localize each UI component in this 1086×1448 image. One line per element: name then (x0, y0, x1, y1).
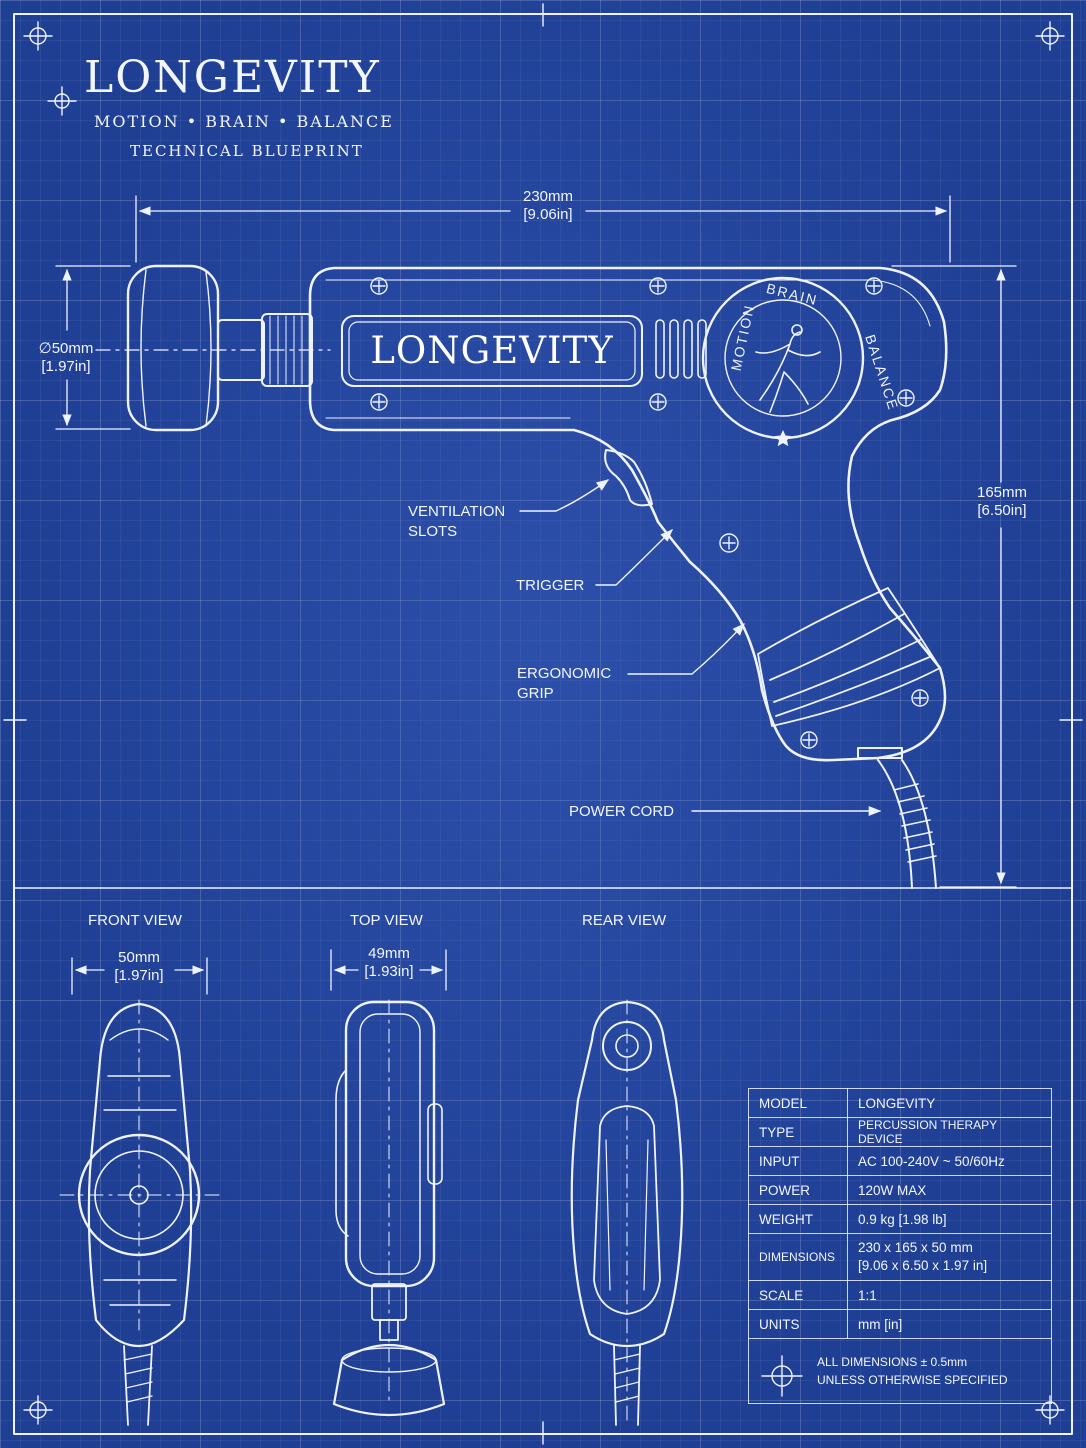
note-line: ALL DIMENSIONS ± 0.5mm (817, 1355, 968, 1369)
spec-value: 0.9 kg [1.98 lb] (847, 1204, 1052, 1234)
front-width-label: 50mm [1.97in] (99, 949, 179, 985)
front-width-mm: 50mm (118, 949, 160, 966)
spec-value: mm [in] (847, 1309, 1052, 1339)
crosshair-icon (23, 1395, 53, 1425)
rear-view-title: REAR VIEW (582, 912, 667, 929)
spec-row: SCALE 1:1 (748, 1280, 1052, 1310)
note-line: UNLESS OTHERWISE SPECIFIED (817, 1373, 1008, 1387)
rear-view-drawing (570, 999, 684, 1426)
front-view-title: FRONT VIEW (88, 912, 182, 929)
svg-text:MOTION: MOTION (728, 302, 758, 372)
crosshair-icon (47, 86, 77, 116)
crosshair-icon (1035, 21, 1065, 51)
callout-line: ERGONOMIC (517, 665, 612, 682)
sheet-border (3, 3, 1083, 1445)
spec-label: WEIGHT (748, 1204, 848, 1234)
trigger (604, 449, 653, 507)
massage-head (126, 264, 313, 432)
spec-label: TYPE (748, 1117, 848, 1147)
device-nameplate: LONGEVITY (370, 329, 614, 372)
spec-row: POWER 120W MAX (748, 1175, 1052, 1205)
svg-text:BALANCE: BALANCE (862, 333, 902, 413)
star-icon (774, 430, 792, 447)
spec-row: TYPE PERCUSSION THERAPY DEVICE (748, 1117, 1052, 1147)
ergonomic-grip-callout: ERGONOMIC GRIP (517, 664, 611, 704)
top-view-drawing (330, 949, 447, 1417)
spec-label: SCALE (748, 1280, 848, 1310)
crosshair-icon (23, 21, 53, 51)
spec-value: 230 x 165 x 50 mm [9.06 x 6.50 x 1.97 in… (847, 1233, 1052, 1281)
top-view-title: TOP VIEW (350, 912, 423, 929)
height-dimension-label: 165mm [6.50in] (962, 484, 1042, 520)
spec-table: MODEL LONGEVITY TYPE PERCUSSION THERAPY … (748, 1088, 1052, 1404)
callout-line: VENTILATION (408, 503, 506, 520)
spec-label: UNITS (748, 1309, 848, 1339)
length-mm: 230mm (522, 188, 574, 205)
spec-label: INPUT (748, 1146, 848, 1176)
front-view-drawing (59, 957, 221, 1426)
spec-label: DIMENSIONS (748, 1233, 848, 1281)
spec-value: 1:1 (847, 1280, 1052, 1310)
height-mm: 165mm (976, 484, 1028, 501)
height-dimension-line (891, 265, 1017, 888)
spec-row: DIMENSIONS 230 x 165 x 50 mm [9.06 x 6.5… (748, 1233, 1052, 1281)
callout-line: SLOTS (408, 523, 458, 540)
head-diameter-mm: ∅50mm (38, 340, 94, 357)
front-width-in: [1.97in] (114, 967, 164, 984)
head-diameter-dimension-line (55, 265, 331, 430)
head-diameter-label: ∅50mm [1.97in] (26, 340, 106, 376)
length-dimension-line (135, 195, 951, 263)
spec-value: LONGEVITY (847, 1088, 1052, 1118)
top-width-in: [1.93in] (364, 963, 414, 980)
spec-value: AC 100-240V ~ 50/60Hz (847, 1146, 1052, 1176)
ventilation-slots (655, 319, 707, 379)
brand-tagline: MOTION • BRAIN • BALANCE (94, 112, 394, 131)
top-width-label: 49mm [1.93in] (349, 945, 429, 981)
spec-row: UNITS mm [in] (748, 1309, 1052, 1339)
spec-row: INPUT AC 100-240V ~ 50/60Hz (748, 1146, 1052, 1176)
length-dimension-label: 230mm [9.06in] (508, 188, 588, 224)
top-width-mm: 49mm (368, 945, 410, 962)
spec-value: PERCUSSION THERAPY DEVICE (847, 1117, 1052, 1147)
spec-value-line: 230 x 165 x 50 mm (858, 1240, 973, 1255)
height-in: [6.50in] (977, 502, 1027, 519)
brand-title: LONGEVITY (84, 52, 381, 103)
spec-label: POWER (748, 1175, 848, 1205)
length-in: [9.06in] (523, 206, 573, 223)
screw-icons (370, 277, 929, 749)
spec-value: 120W MAX (847, 1175, 1052, 1205)
spec-value-line: [9.06 x 6.50 x 1.97 in] (858, 1258, 988, 1273)
motion-brain-balance-emblem: BRAIN MOTION BALANCE (701, 276, 902, 447)
spec-label: MODEL (748, 1088, 848, 1118)
spec-row: WEIGHT 0.9 kg [1.98 lb] (748, 1204, 1052, 1234)
callout-leaders (519, 479, 882, 817)
spec-note-row: ALL DIMENSIONS ± 0.5mm UNLESS OTHERWISE … (748, 1338, 1052, 1404)
power-cord-callout: POWER CORD (569, 803, 674, 820)
power-cord (857, 747, 937, 889)
blueprint-subtitle: TECHNICAL BLUEPRINT (130, 142, 364, 160)
spec-row: MODEL LONGEVITY (748, 1088, 1052, 1118)
ventilation-slots-callout: VENTILATION SLOTS (408, 502, 505, 542)
tolerance-note: ALL DIMENSIONS ± 0.5mm UNLESS OTHERWISE … (748, 1338, 1052, 1404)
trigger-callout: TRIGGER (516, 577, 585, 594)
ergonomic-grip-band (757, 587, 941, 727)
callout-line: GRIP (517, 685, 554, 702)
head-diameter-in: [1.97in] (41, 358, 91, 375)
